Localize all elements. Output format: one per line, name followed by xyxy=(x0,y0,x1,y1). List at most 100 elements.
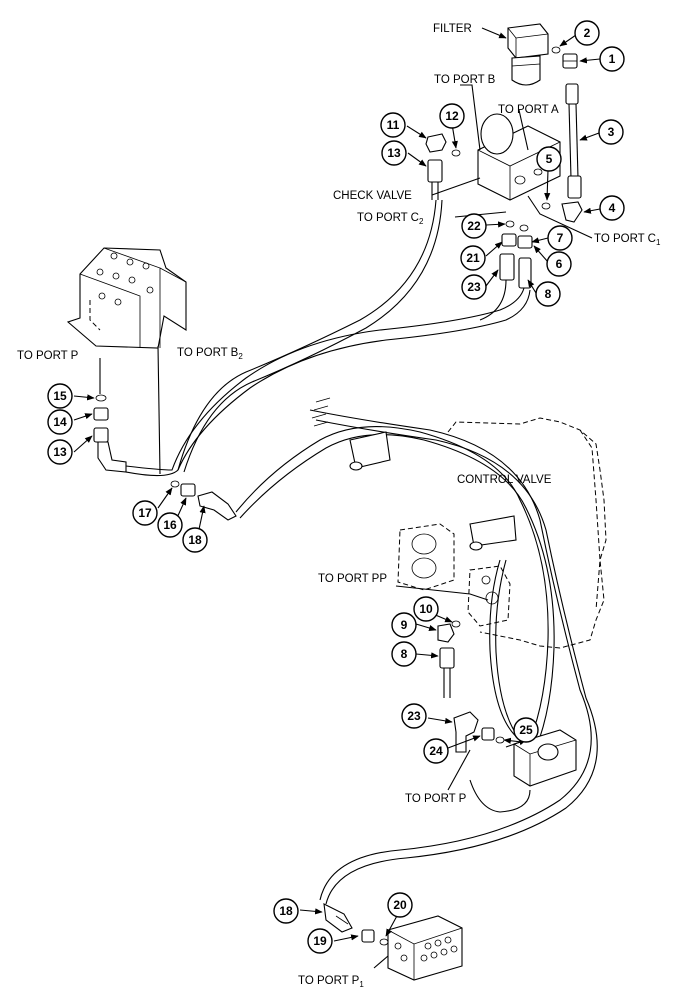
svg-text:23: 23 xyxy=(407,709,421,723)
o-ring-15 xyxy=(95,394,107,402)
o-ring-7 xyxy=(519,224,529,232)
adapter-14 xyxy=(93,407,109,421)
callout-23-top: 23 xyxy=(461,274,487,300)
elbow-4 xyxy=(561,201,583,223)
callout-2: 2 xyxy=(574,20,600,46)
svg-text:15: 15 xyxy=(53,389,67,403)
svg-text:2: 2 xyxy=(584,26,591,40)
callout-10: 10 xyxy=(413,596,439,622)
hose-end-23-top xyxy=(499,253,515,281)
callout-13-left: 13 xyxy=(47,439,73,465)
elbow-23-lower xyxy=(453,711,479,753)
mounting-bracket xyxy=(66,247,187,349)
label-filter: FILTER xyxy=(433,23,472,35)
fitting-11 xyxy=(425,133,447,153)
pilot-valve-block xyxy=(513,729,577,787)
svg-text:4: 4 xyxy=(609,201,616,215)
bundle-ends xyxy=(311,397,331,427)
callout-8-top: 8 xyxy=(535,281,561,307)
callout-17: 17 xyxy=(132,500,158,526)
adapter-6 xyxy=(517,235,533,249)
svg-text:19: 19 xyxy=(313,934,327,948)
svg-text:6: 6 xyxy=(556,257,563,271)
callout-20: 20 xyxy=(387,892,413,918)
label-to-port-b: TO PORT B xyxy=(434,74,496,86)
control-valve-body xyxy=(397,417,607,649)
label-to-port-p-bottom: TO PORT P xyxy=(405,793,467,805)
callout-22: 22 xyxy=(461,213,487,239)
label-to-port-a: TO PORT A xyxy=(498,104,559,116)
svg-text:24: 24 xyxy=(429,744,443,758)
o-ring-12 xyxy=(451,149,461,157)
hose-end-13-left xyxy=(93,427,127,473)
fitting-1 xyxy=(562,53,578,69)
svg-text:12: 12 xyxy=(445,109,459,123)
leader-to-port-b2 xyxy=(157,345,161,475)
svg-text:11: 11 xyxy=(387,118,400,132)
label-to-port-b2: TO PORT B2 xyxy=(177,347,243,361)
callout-24: 24 xyxy=(423,738,449,764)
filter-assembly xyxy=(507,23,549,86)
adapter-19 xyxy=(361,929,375,943)
label-to-port-c2: TO PORT C2 xyxy=(357,212,424,226)
callout-1: 1 xyxy=(599,46,625,72)
svg-text:3: 3 xyxy=(608,125,615,139)
o-ring-2 xyxy=(551,46,561,54)
callout-25: 25 xyxy=(513,717,539,743)
callout-14: 14 xyxy=(47,409,73,435)
o-ring-25 xyxy=(495,736,505,744)
o-ring-17 xyxy=(170,480,180,488)
bundle-clamp-upper xyxy=(349,431,391,471)
hose-bundle xyxy=(125,199,598,905)
callout-21: 21 xyxy=(460,245,486,271)
callout-3: 3 xyxy=(598,119,624,145)
callout-15: 15 xyxy=(47,383,73,409)
hose-end-13-top xyxy=(427,159,443,200)
fitting-9 xyxy=(437,623,455,643)
hose-end-18-bottom xyxy=(323,903,353,933)
callout-6: 6 xyxy=(546,251,572,277)
callout-7: 7 xyxy=(547,225,573,251)
label-control-valve: CONTROL VALVE xyxy=(457,474,552,486)
svg-text:18: 18 xyxy=(188,533,202,547)
o-ring-5 xyxy=(541,202,551,210)
callout-12: 12 xyxy=(439,103,465,129)
callout-16: 16 xyxy=(157,512,183,538)
svg-text:8: 8 xyxy=(545,287,552,301)
manifold-p1 xyxy=(387,915,463,981)
svg-text:13: 13 xyxy=(387,146,401,160)
o-ring-10 xyxy=(451,620,461,628)
adapter-21 xyxy=(501,233,517,247)
hose-end-8-lower xyxy=(439,647,455,698)
o-ring-20 xyxy=(379,938,389,946)
svg-text:10: 10 xyxy=(419,602,433,616)
svg-text:23: 23 xyxy=(467,280,481,294)
callout-8-lower: 8 xyxy=(391,641,417,667)
callout-4: 4 xyxy=(599,195,625,221)
adapter-16 xyxy=(180,483,196,497)
callout-18-left: 18 xyxy=(182,527,208,553)
callout-18-bottom: 18 xyxy=(273,898,299,924)
callout-5: 5 xyxy=(536,146,562,172)
svg-text:7: 7 xyxy=(557,231,564,245)
label-to-port-p-top: TO PORT P xyxy=(17,350,79,362)
svg-text:17: 17 xyxy=(138,506,152,520)
callout-13-top: 13 xyxy=(381,140,407,166)
svg-text:22: 22 xyxy=(467,219,481,233)
svg-text:14: 14 xyxy=(53,415,67,429)
svg-text:21: 21 xyxy=(466,251,480,265)
adapter-24 xyxy=(481,727,495,741)
hose-end-8-top xyxy=(518,257,532,289)
label-to-port-pp: TO PORT PP xyxy=(318,573,387,585)
check-valve-block xyxy=(477,113,561,201)
svg-text:13: 13 xyxy=(53,445,67,459)
callout-23-lower: 23 xyxy=(401,703,427,729)
o-ring-22 xyxy=(505,220,515,228)
label-check-valve: CHECK VALVE xyxy=(333,190,412,202)
svg-text:8: 8 xyxy=(401,647,408,661)
hose-3 xyxy=(565,83,582,199)
svg-text:18: 18 xyxy=(279,904,293,918)
callout-19: 19 xyxy=(307,928,333,954)
svg-text:25: 25 xyxy=(519,723,533,737)
